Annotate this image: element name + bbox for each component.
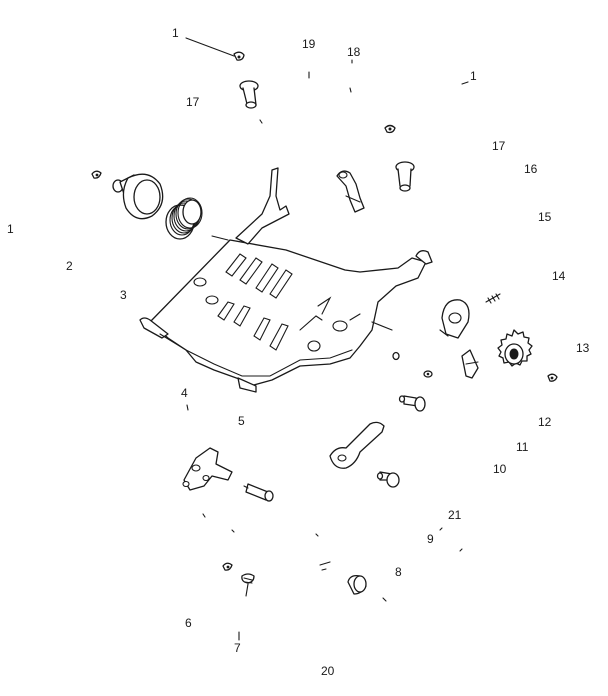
leader-tick <box>231 529 235 533</box>
spring-coil <box>165 197 203 240</box>
bracket-13 <box>439 299 470 339</box>
e-clip-gear <box>547 373 558 382</box>
callout-10: 10 <box>493 462 507 476</box>
screw-12 <box>398 395 426 412</box>
small-link <box>461 349 479 379</box>
leader-tick <box>382 597 387 602</box>
callout-4: 4 <box>181 386 188 400</box>
small-spring-bottom <box>241 573 255 597</box>
callout-7: 7 <box>234 641 241 655</box>
callout-11: 11 <box>516 440 529 454</box>
callout-9: 9 <box>427 532 434 546</box>
leader-tick <box>459 548 463 552</box>
roller-8 <box>347 574 367 595</box>
callout-1-right: 1 <box>470 69 477 83</box>
screw-9 <box>376 471 400 488</box>
knob <box>112 173 164 220</box>
e-clip-bottom <box>222 562 233 571</box>
callout-15: 15 <box>538 210 552 224</box>
callout-8: 8 <box>395 565 402 579</box>
callout-1-top: 1 <box>172 26 179 40</box>
callout-labels: 1 19 18 1 17 17 16 15 1 2 14 3 13 4 5 12… <box>7 26 590 678</box>
pin-right <box>395 161 415 192</box>
shaft-pin <box>243 483 274 502</box>
callout-2: 2 <box>66 259 73 273</box>
callout-6: 6 <box>185 616 192 630</box>
pin-top-left <box>239 80 259 109</box>
lever-10 <box>329 421 385 469</box>
leader-line <box>185 37 235 57</box>
main-frame-plate <box>139 167 433 393</box>
leader-tick <box>319 561 331 566</box>
leader-tick <box>349 87 352 93</box>
leader-tick <box>321 568 327 571</box>
callout-1-left: 1 <box>7 222 14 236</box>
leader-tick <box>259 119 263 124</box>
leader-tick <box>315 533 319 537</box>
gear <box>497 329 533 367</box>
callout-21: 21 <box>448 508 462 522</box>
leader-tick <box>439 527 443 531</box>
leader-tick <box>461 81 469 85</box>
e-clip-left <box>91 170 102 179</box>
leader-lines <box>185 37 469 641</box>
small-spring-14 <box>485 293 501 304</box>
callout-20: 20 <box>321 664 335 678</box>
callout-17-left: 17 <box>186 95 200 109</box>
clip-right <box>384 124 396 134</box>
callout-14: 14 <box>552 269 566 283</box>
callout-3: 3 <box>120 288 127 302</box>
leader-tick <box>186 404 189 411</box>
lever-18 <box>336 170 365 213</box>
callout-17-right: 17 <box>492 139 506 153</box>
bracket-6 <box>182 447 233 491</box>
clip-top <box>233 51 245 61</box>
leader-tick <box>202 513 206 518</box>
callout-16: 16 <box>524 162 538 176</box>
callout-13: 13 <box>576 341 590 355</box>
washer-small <box>392 351 433 378</box>
callout-5: 5 <box>238 414 245 428</box>
callout-19: 19 <box>302 37 316 51</box>
callout-18: 18 <box>347 45 361 59</box>
callout-12: 12 <box>538 415 552 429</box>
